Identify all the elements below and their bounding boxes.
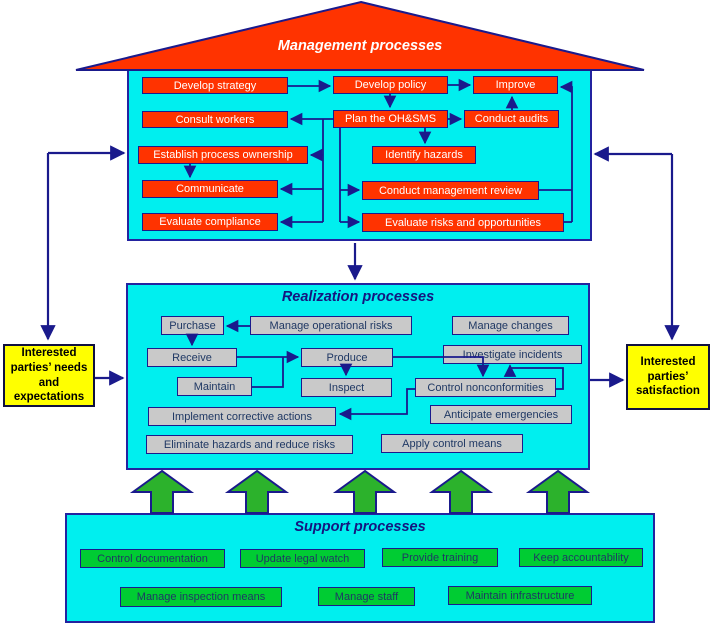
box-inspect: Inspect [301,378,392,397]
box-provide-training: Provide training [382,548,498,567]
box-plan-the-ohsms: Plan the OH&SMS [333,110,448,128]
box-produce: Produce [301,348,393,367]
box-eliminate-hazards-and-reduce-risks: Eliminate hazards and reduce risks [146,435,353,454]
box-conduct-management-review: Conduct management review [362,181,539,200]
interested-parties-satisfaction-note: Interested parties’ satisfaction [626,344,710,410]
support-up-arrow-icon [428,469,494,514]
box-implement-corrective-actions: Implement corrective actions [148,407,336,426]
box-communicate: Communicate [142,180,278,198]
box-update-legal-watch: Update legal watch [240,549,365,568]
support-up-arrow-icon [129,469,195,514]
support-arrows [129,469,591,514]
box-maintain-infrastructure: Maintain infrastructure [448,586,592,605]
box-apply-control-means: Apply control means [381,434,523,453]
realization-title: Realization processes [281,289,435,305]
box-identify-hazards: Identify hazards [372,146,476,164]
management-roof [75,0,645,71]
box-develop-strategy: Develop strategy [142,77,288,94]
box-evaluate-compliance: Evaluate compliance [142,213,278,231]
box-manage-changes: Manage changes [452,316,569,335]
management-title: Management processes [277,38,443,54]
support-title: Support processes [294,519,426,535]
box-evaluate-risks-and-opportunities: Evaluate risks and opportunities [362,213,564,232]
box-maintain: Maintain [177,377,252,396]
support-up-arrow-icon [525,469,591,514]
box-manage-inspection-means: Manage inspection means [120,587,282,607]
box-control-documentation: Control documentation [80,549,225,568]
support-up-arrow-icon [224,469,290,514]
box-establish-process-ownership: Establish process ownership [138,146,308,164]
interested-parties-needs-note: Interested parties’ needs and expectatio… [3,344,95,407]
box-keep-accountability: Keep accountability [519,548,643,567]
box-control-nonconformities: Control nonconformities [415,378,556,397]
box-receive: Receive [147,348,237,367]
box-conduct-audits: Conduct audits [464,110,559,128]
box-investigate-incidents: Investigate incidents [443,345,582,364]
box-consult-workers: Consult workers [142,111,288,128]
box-purchase: Purchase [161,316,224,335]
support-up-arrow-icon [332,469,398,514]
box-improve: Improve [473,76,558,94]
roof-shape [75,0,645,71]
box-manage-staff: Manage staff [318,587,415,606]
box-anticipate-emergencies: Anticipate emergencies [430,405,572,424]
box-develop-policy: Develop policy [333,76,448,94]
box-manage-operational-risks: Manage operational risks [250,316,412,335]
